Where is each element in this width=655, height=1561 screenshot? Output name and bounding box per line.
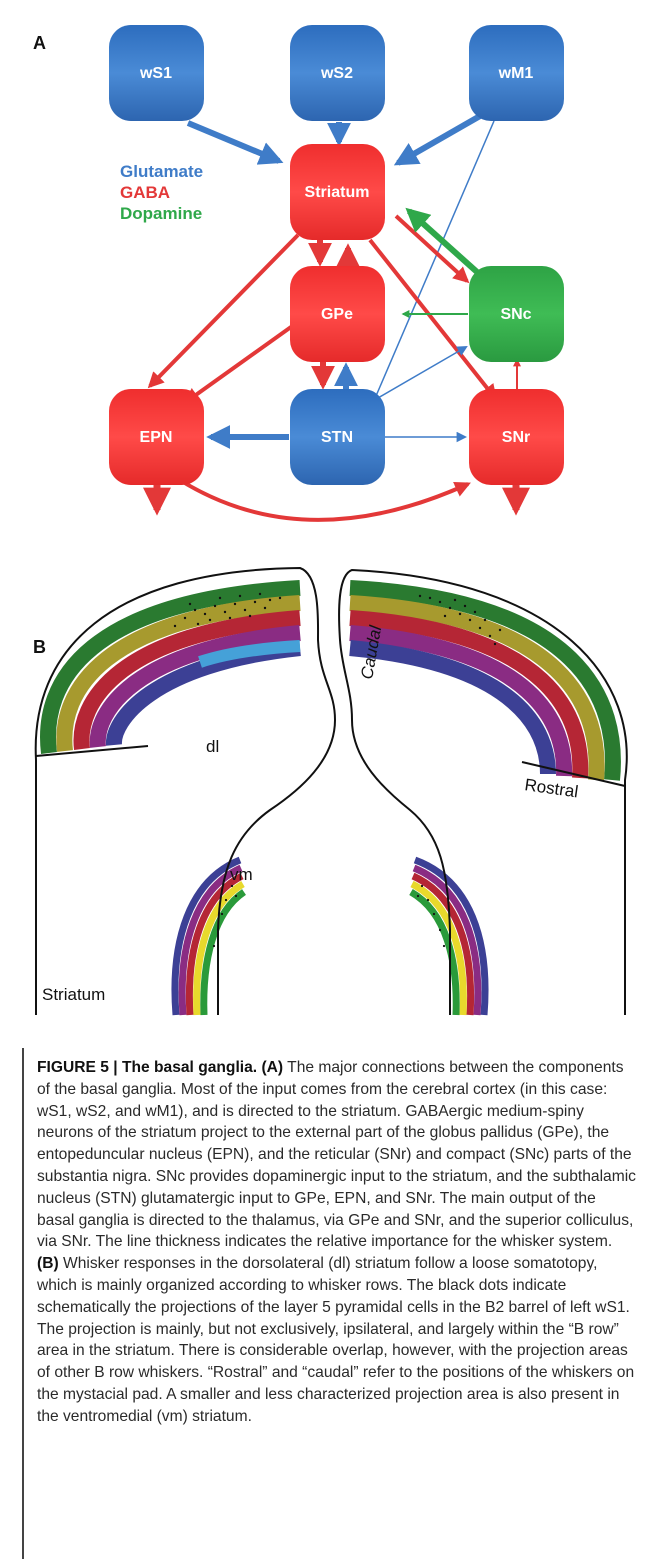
caption-b-text: Whisker responses in the dorsolateral (d… [37, 1255, 634, 1425]
label-vm: vm [230, 865, 253, 884]
arrow-gpe-epn [186, 327, 291, 402]
row-label-a: A [42, 952, 52, 969]
legend-glutamate: Glutamate [120, 162, 203, 181]
arrow-striatum-snc [396, 216, 467, 281]
row-labels: A B C D E [42, 944, 142, 969]
vm-right-bands [411, 860, 485, 1015]
legend: Glutamate GABA Dopamine [120, 162, 203, 223]
row-label-b: B [68, 950, 78, 967]
dl-left-bands [48, 588, 300, 753]
caption-a-tag: (A) [261, 1059, 283, 1076]
node-label-striatum: Striatum [305, 184, 370, 201]
caption-rule [22, 1048, 24, 1559]
arrow-ws1-striatum [188, 123, 279, 161]
label-dl: dl [206, 737, 219, 756]
row-label-c: C [95, 948, 106, 965]
figure-5: A B [0, 0, 655, 1045]
dl-right-bands [350, 588, 613, 780]
label-striatum: Striatum [42, 985, 105, 1004]
caption-a-text: The major connections between the compon… [37, 1059, 636, 1250]
node-label-snc: SNc [500, 306, 531, 323]
node-label-epn: EPN [140, 429, 173, 446]
node-label-ws1: wS1 [139, 65, 172, 82]
figure-caption: FIGURE 5 | The basal ganglia. (A) The ma… [37, 1057, 637, 1428]
panel-a-label: A [33, 33, 46, 54]
node-label-gpe: GPe [321, 306, 353, 323]
legend-dopamine: Dopamine [120, 204, 202, 223]
row-label-d: D [114, 946, 125, 963]
node-label-snr: SNr [502, 429, 530, 446]
panel-b-label: B [33, 637, 46, 658]
node-label-ws2: wS2 [320, 65, 353, 82]
figure-graphic: wS1 wS2 wM1 Striatum GPe SNc EPN STN SNr… [0, 0, 655, 1045]
node-boxes [109, 25, 564, 485]
caption-b-tag: (B) [37, 1255, 59, 1272]
node-label-wm1: wM1 [498, 65, 534, 82]
legend-gaba: GABA [120, 183, 170, 202]
label-rostral: Rostral [523, 775, 579, 801]
caption-figure-label: FIGURE 5 | The basal ganglia. [37, 1059, 257, 1076]
row-label-e: E [132, 944, 142, 961]
arrow-striatum-epn [150, 235, 298, 386]
arrow-wm1-striatum [398, 116, 480, 163]
node-label-stn: STN [321, 429, 353, 446]
